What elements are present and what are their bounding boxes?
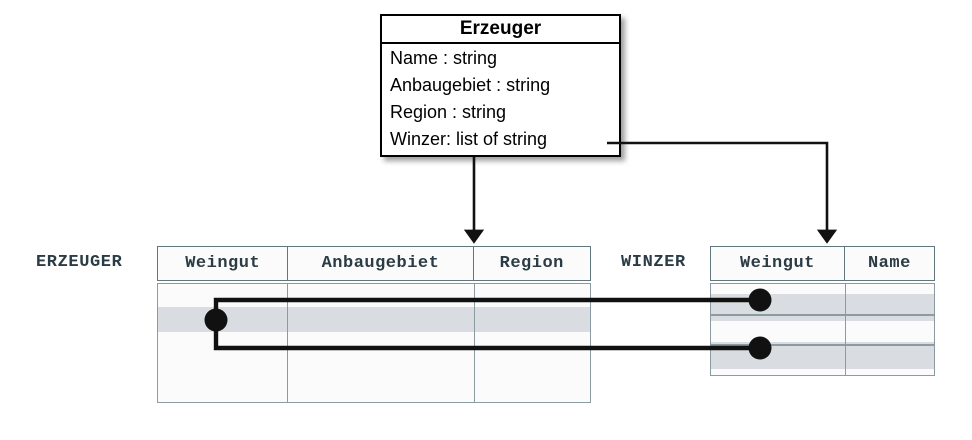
column-divider bbox=[473, 284, 475, 402]
uml-class-box-erzeuger[interactable]: Erzeuger Name : string Anbaugebiet : str… bbox=[380, 14, 621, 157]
table-row[interactable] bbox=[711, 294, 934, 321]
table-header-erzeuger: Weingut Anbaugebiet Region bbox=[157, 246, 591, 281]
table-header-winzer: Weingut Name bbox=[710, 246, 935, 281]
table-body-erzeuger[interactable] bbox=[157, 283, 591, 403]
uml-attribute-anbaugebiet: Anbaugebiet : string bbox=[390, 75, 551, 95]
table-label-erzeuger: ERZEUGER bbox=[36, 253, 123, 272]
column-header-weingut: Weingut bbox=[185, 254, 261, 273]
uml-attribute-winzer: Winzer: list of string bbox=[390, 129, 548, 149]
uml-class-name: Erzeuger bbox=[382, 16, 619, 44]
row-divider bbox=[711, 314, 934, 316]
table-row[interactable] bbox=[711, 342, 934, 369]
column-header-weingut: Weingut bbox=[739, 254, 815, 273]
column-header-name: Name bbox=[843, 247, 934, 280]
uml-attribute-name: Name : string bbox=[390, 48, 498, 68]
table-row[interactable] bbox=[158, 307, 590, 332]
column-divider bbox=[844, 284, 846, 375]
table-body-winzer[interactable] bbox=[710, 283, 935, 376]
column-header-anbaugebiet: Anbaugebiet bbox=[287, 247, 472, 280]
uml-attribute-list: Name : string Anbaugebiet : string Regio… bbox=[382, 44, 619, 153]
column-header-region: Region bbox=[472, 247, 590, 280]
row-divider bbox=[711, 344, 934, 346]
column-divider bbox=[286, 284, 288, 402]
uml-attribute-region: Region : string bbox=[390, 102, 507, 122]
winzer-attribute-to-winzer-arrow bbox=[607, 141, 838, 244]
table-label-winzer: WINZER bbox=[621, 253, 686, 272]
